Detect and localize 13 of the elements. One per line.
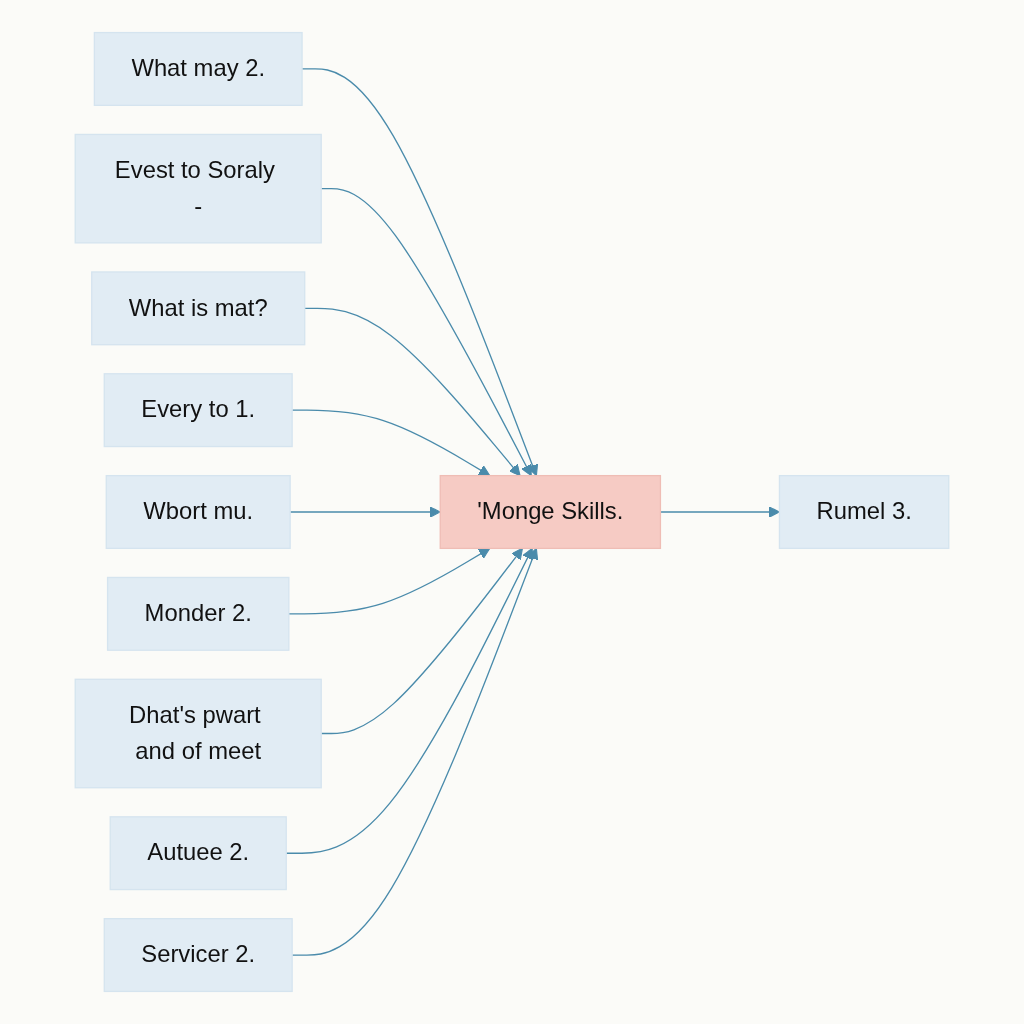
node-box: Servicer 2. [103,918,293,993]
node-box: What is mat? [91,271,306,346]
node-box: Autuee 2. [109,816,287,891]
node-box: Evest to Soraly - [74,133,322,244]
arrow [288,547,491,615]
node-box: Dhat's pwart and of meet [74,678,322,789]
node-box: Wbort mu. [105,474,291,550]
node-box: Monder 2. [106,576,290,651]
node-box: Every to 1. [103,373,293,448]
arrow [304,307,521,477]
node-box: What may 2. [93,31,303,106]
node-box: 'Monge Skills. [439,474,662,550]
node-box: Rumel 3. [778,474,950,550]
